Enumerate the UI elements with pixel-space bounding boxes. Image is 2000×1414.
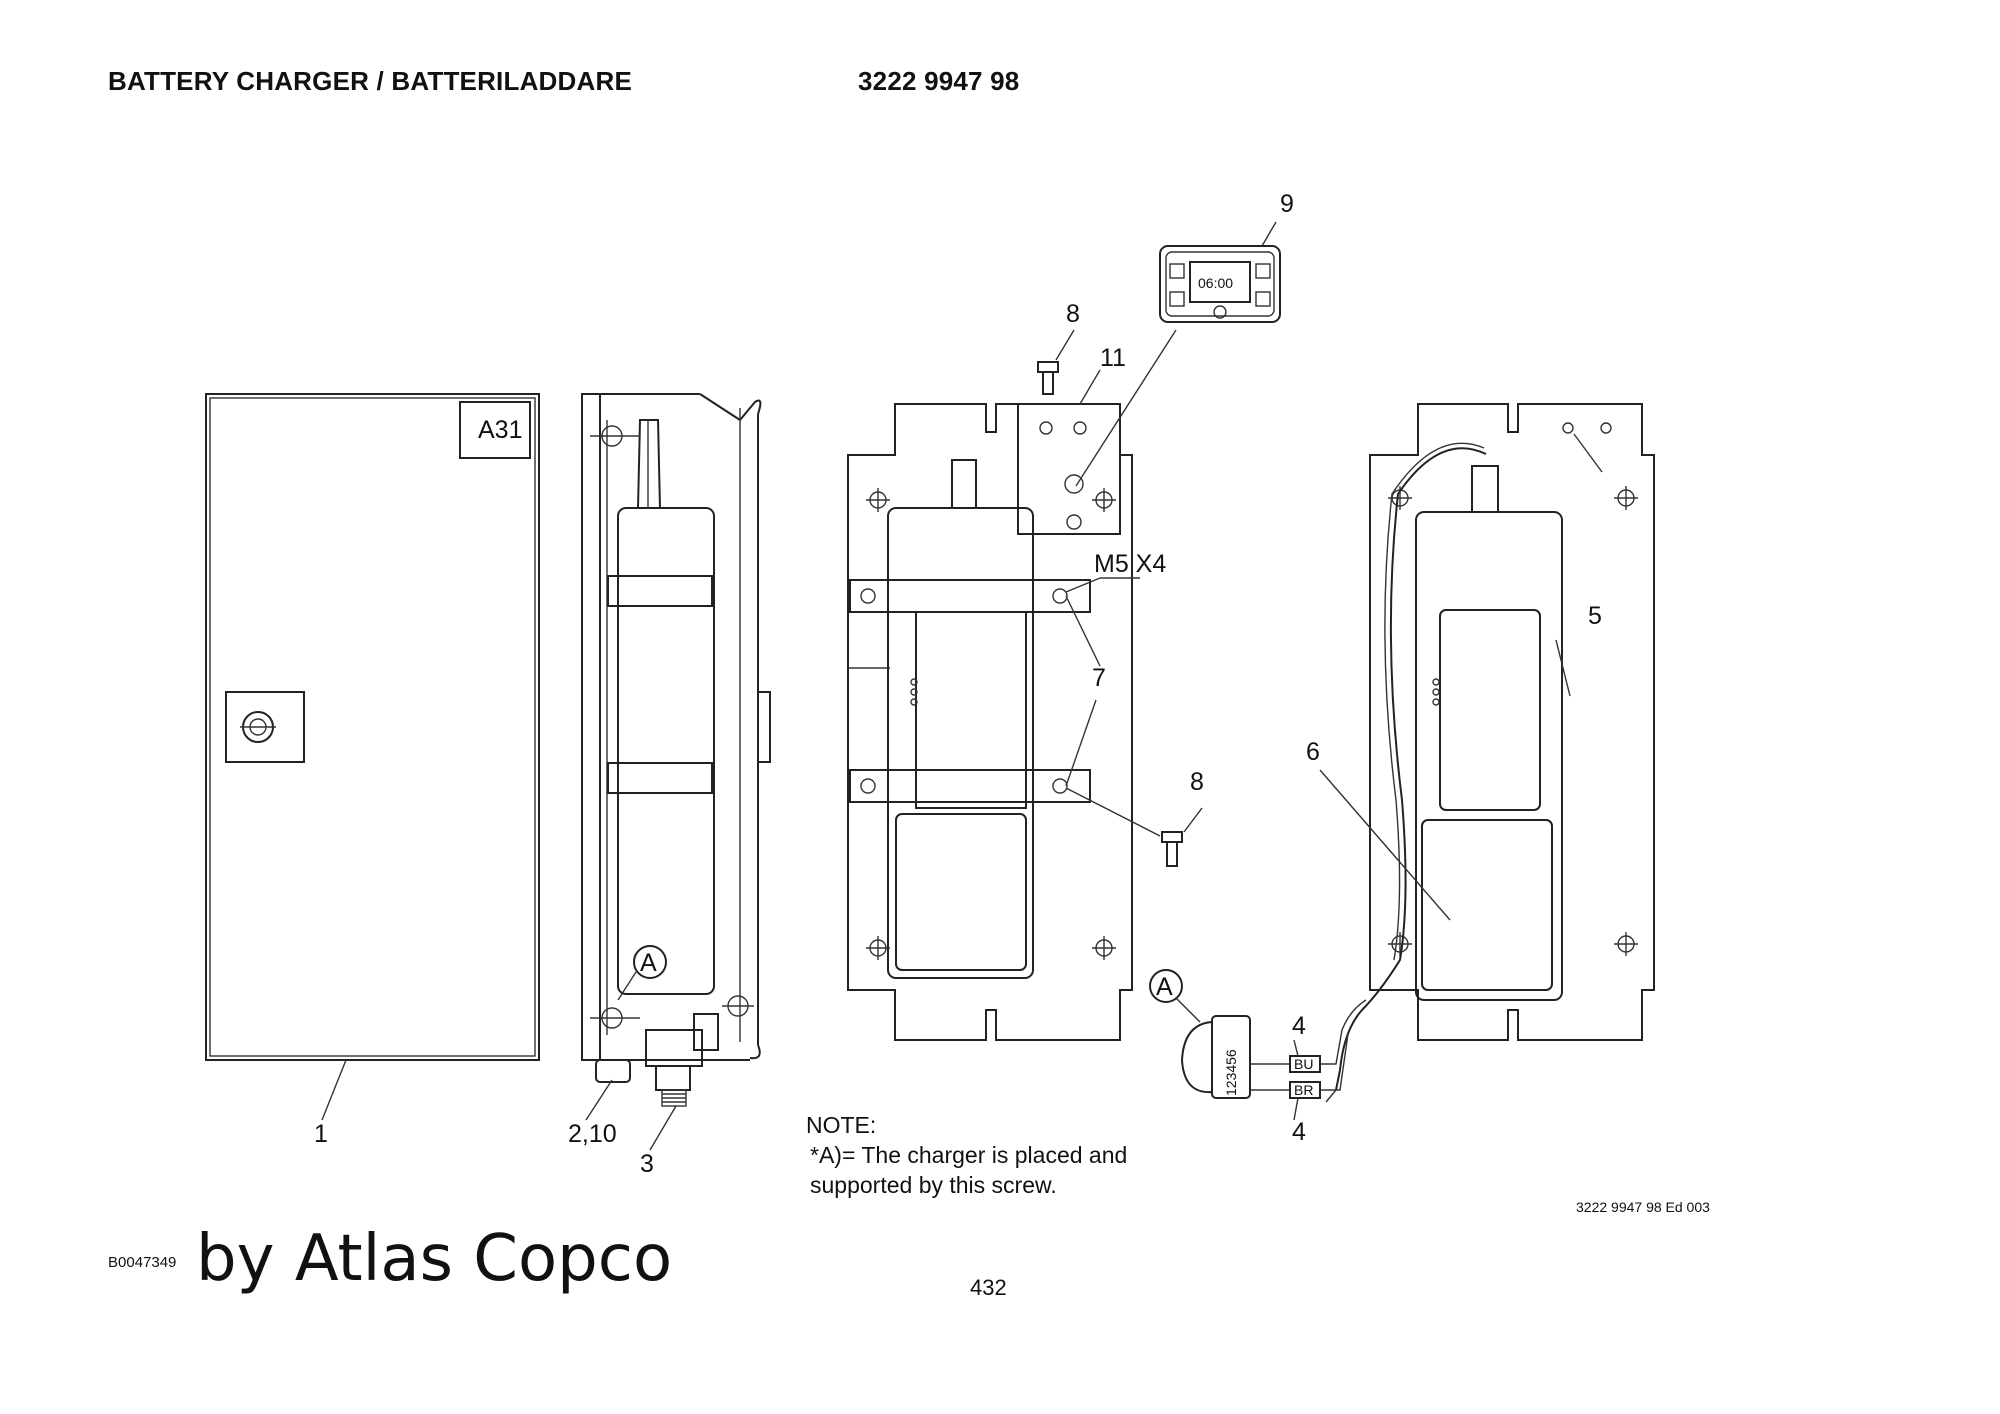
detail-a-marker-2: A [1156, 973, 1173, 1001]
callout-4-top: 4 [1292, 1012, 1306, 1040]
door-label-a31: A31 [478, 416, 522, 444]
callout-4-bottom: 4 [1292, 1118, 1306, 1146]
callout-2-10: 2,10 [568, 1120, 617, 1148]
display-readout: 06:00 [1198, 275, 1233, 291]
edition-label: 3222 9947 98 Ed 003 [1576, 1199, 1710, 1215]
callout-8-top: 8 [1066, 300, 1080, 328]
part-number: 3222 9947 98 [858, 66, 1020, 96]
cabinet-side-view: A [581, 393, 771, 1107]
callout-5: 5 [1588, 602, 1602, 630]
display-unit: 06:00 [1075, 245, 1281, 487]
page-number: 432 [970, 1275, 1007, 1300]
brand-text: by Atlas Copco [196, 1222, 673, 1296]
wire-bu-label: BU [1294, 1056, 1313, 1072]
mounting-plate-rear [1325, 403, 1655, 1103]
callout-8-right: 8 [1190, 768, 1204, 796]
screw-spec-label: M5 X4 [1094, 550, 1166, 578]
callout-11: 11 [1100, 344, 1126, 372]
mounting-plate-front [847, 403, 1133, 1041]
screw-right [1065, 787, 1203, 867]
screw-top [1037, 329, 1075, 395]
detail-a-marker: A [640, 949, 657, 977]
leader-lines [321, 221, 1571, 1151]
callout-7: 7 [1092, 664, 1106, 692]
cabinet-door: A31 [205, 393, 540, 1061]
callout-3: 3 [640, 1150, 654, 1178]
page-title: BATTERY CHARGER / BATTERILADDARE [108, 66, 632, 96]
wire-br-label: BR [1294, 1082, 1313, 1098]
note-line-1: *A)= The charger is placed and [810, 1142, 1128, 1168]
connector-a: A 123456 BU BR [1149, 969, 1367, 1121]
note-line-2: supported by this screw. [810, 1172, 1057, 1198]
note-heading: NOTE: [806, 1112, 877, 1138]
drawing-id: B0047349 [108, 1254, 177, 1271]
callout-6: 6 [1306, 738, 1320, 766]
callout-1: 1 [314, 1120, 328, 1148]
connector-pin-numbers: 123456 [1223, 1049, 1239, 1096]
door-lock [225, 691, 305, 763]
callout-9: 9 [1280, 190, 1294, 218]
